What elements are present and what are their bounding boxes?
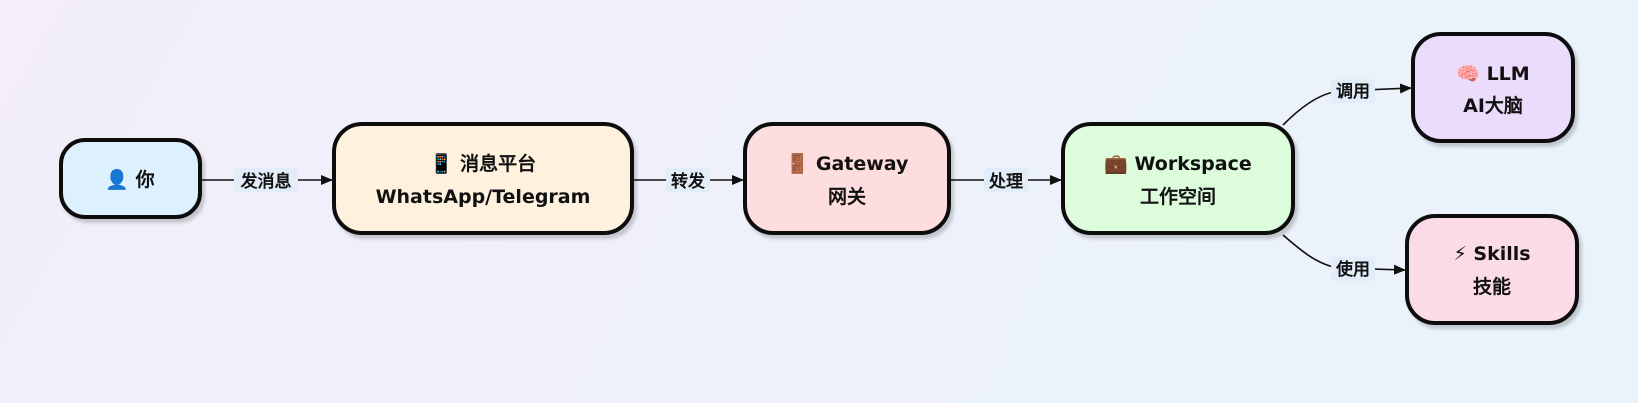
- node-gateway-title: 🚪 Gateway: [786, 152, 909, 175]
- node-llm-subtitle: AI大脑: [1463, 94, 1523, 117]
- node-skills-title: ⚡ Skills: [1453, 243, 1530, 265]
- node-workspace-title: 💼 Workspace: [1104, 153, 1252, 175]
- node-gateway-subtitle: 网关: [828, 185, 866, 208]
- edge-process: 处理: [951, 168, 1062, 192]
- edge-label-call: 调用: [1336, 82, 1370, 102]
- node-you-label: 👤 你: [105, 168, 154, 191]
- edge-forward: 转发: [634, 168, 744, 192]
- edge-label-process: 处理: [988, 171, 1023, 192]
- node-skills-subtitle: 技能: [1473, 275, 1511, 298]
- edge-label-forward: 转发: [671, 171, 706, 192]
- edge-label-use: 使用: [1335, 259, 1370, 280]
- node-skills: ⚡ Skills 技能: [1405, 214, 1579, 325]
- node-platform-title: 📱 消息平台: [430, 152, 536, 175]
- node-messaging-platform: 📱 消息平台 WhatsApp/Telegram: [332, 122, 634, 235]
- node-gateway: 🚪 Gateway 网关: [743, 122, 951, 235]
- edge-label-send: 发消息: [240, 171, 292, 192]
- node-llm: 🧠 LLM AI大脑: [1411, 32, 1575, 143]
- edge-send: 发消息: [202, 168, 333, 192]
- edge-use: 使用: [1282, 234, 1406, 281]
- node-workspace: 💼 Workspace 工作空间: [1061, 122, 1295, 235]
- node-workspace-subtitle: 工作空间: [1140, 185, 1216, 208]
- node-llm-title: 🧠 LLM: [1456, 63, 1529, 85]
- node-platform-subtitle: WhatsApp/Telegram: [376, 186, 591, 208]
- edge-call: 调用: [1282, 79, 1412, 126]
- node-you: 👤 你: [59, 138, 202, 219]
